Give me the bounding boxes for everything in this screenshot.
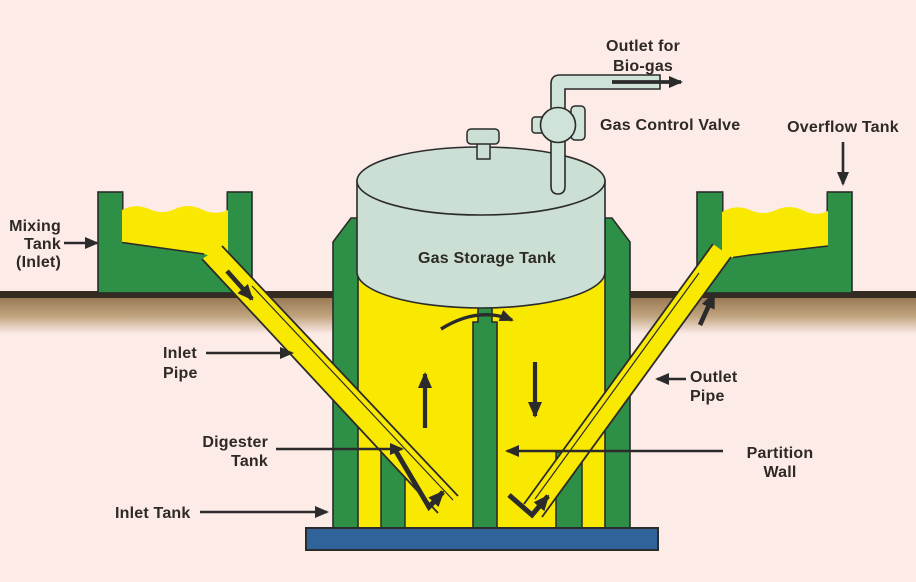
inlet-pipe-edge-top [221,245,459,497]
biogas-outlet-pipe [550,74,661,195]
mixing-tank-slurry [122,206,228,261]
outlet-pipe-inner-line [534,272,700,500]
labels: Mixing Tank (Inlet) Inlet Pipe Digester … [9,38,899,522]
right-chamber-turn-arrow-icon [507,493,550,519]
mixing-tank-funnel-edge [121,241,205,255]
inlet-flow-arrow-icon [225,269,254,301]
overflow-tank [696,190,853,294]
drum-knob [466,128,500,160]
label-arrows [64,142,849,518]
digester-tank-label-line1: Digester [202,434,268,451]
mixing-tank-label-line1: Mixing [9,218,61,235]
outlet-pipe-label-line2: Pipe [690,388,725,405]
outlet-pipe-label-line1: Outlet [690,369,738,386]
inlet-pipe-label-line1: Inlet [163,345,197,362]
partition-wall [472,306,498,529]
outlet-pipe [523,243,732,518]
outlet-pipe-edge-bottom [541,256,732,518]
biogas-outlet-label-line2: Bio-gas [613,58,673,75]
outlet-pipe-edge-top [523,243,714,505]
flow-arrows [225,76,717,519]
gas-control-valve-label: Gas Control Valve [600,117,740,134]
partition-wall-label-line1: Partition [747,445,814,462]
biogas-outlet-label-line1: Outlet for [606,38,680,55]
overflow-tank-funnel-edge [732,245,829,259]
inlet-pipe-inner-line [251,285,454,501]
partition-wall-label-line2: Wall [763,464,796,481]
overflow-tank-slurry [722,207,828,259]
left-chamber-turn-arrow-icon [391,446,445,512]
gas-drum-body [356,180,606,309]
overflow-tank-label: Overflow Tank [787,119,899,136]
mixing-tank-label-line3: (Inlet) [16,254,61,271]
inlet-pipe-edge-bottom [201,258,439,514]
inlet-tank-label: Inlet Tank [115,505,191,522]
mixing-tank-label-line2: Tank [24,236,61,253]
valve-body [539,106,577,144]
outlet-pipe-fill [524,244,731,517]
knob-cap [466,128,500,145]
foundation-base [305,527,659,551]
gas-control-valve [531,74,661,195]
inlet-pipe-label-line2: Pipe [163,365,198,382]
gas-storage-tank [356,128,606,309]
digester-left-wall [332,217,359,529]
outlet-flow-arrow-icon [697,292,717,326]
digester-tank-label-line2: Tank [231,453,268,470]
over-partition-flow-arrow-icon [440,309,514,331]
gas-storage-tank-label: Gas Storage Tank [418,250,556,267]
